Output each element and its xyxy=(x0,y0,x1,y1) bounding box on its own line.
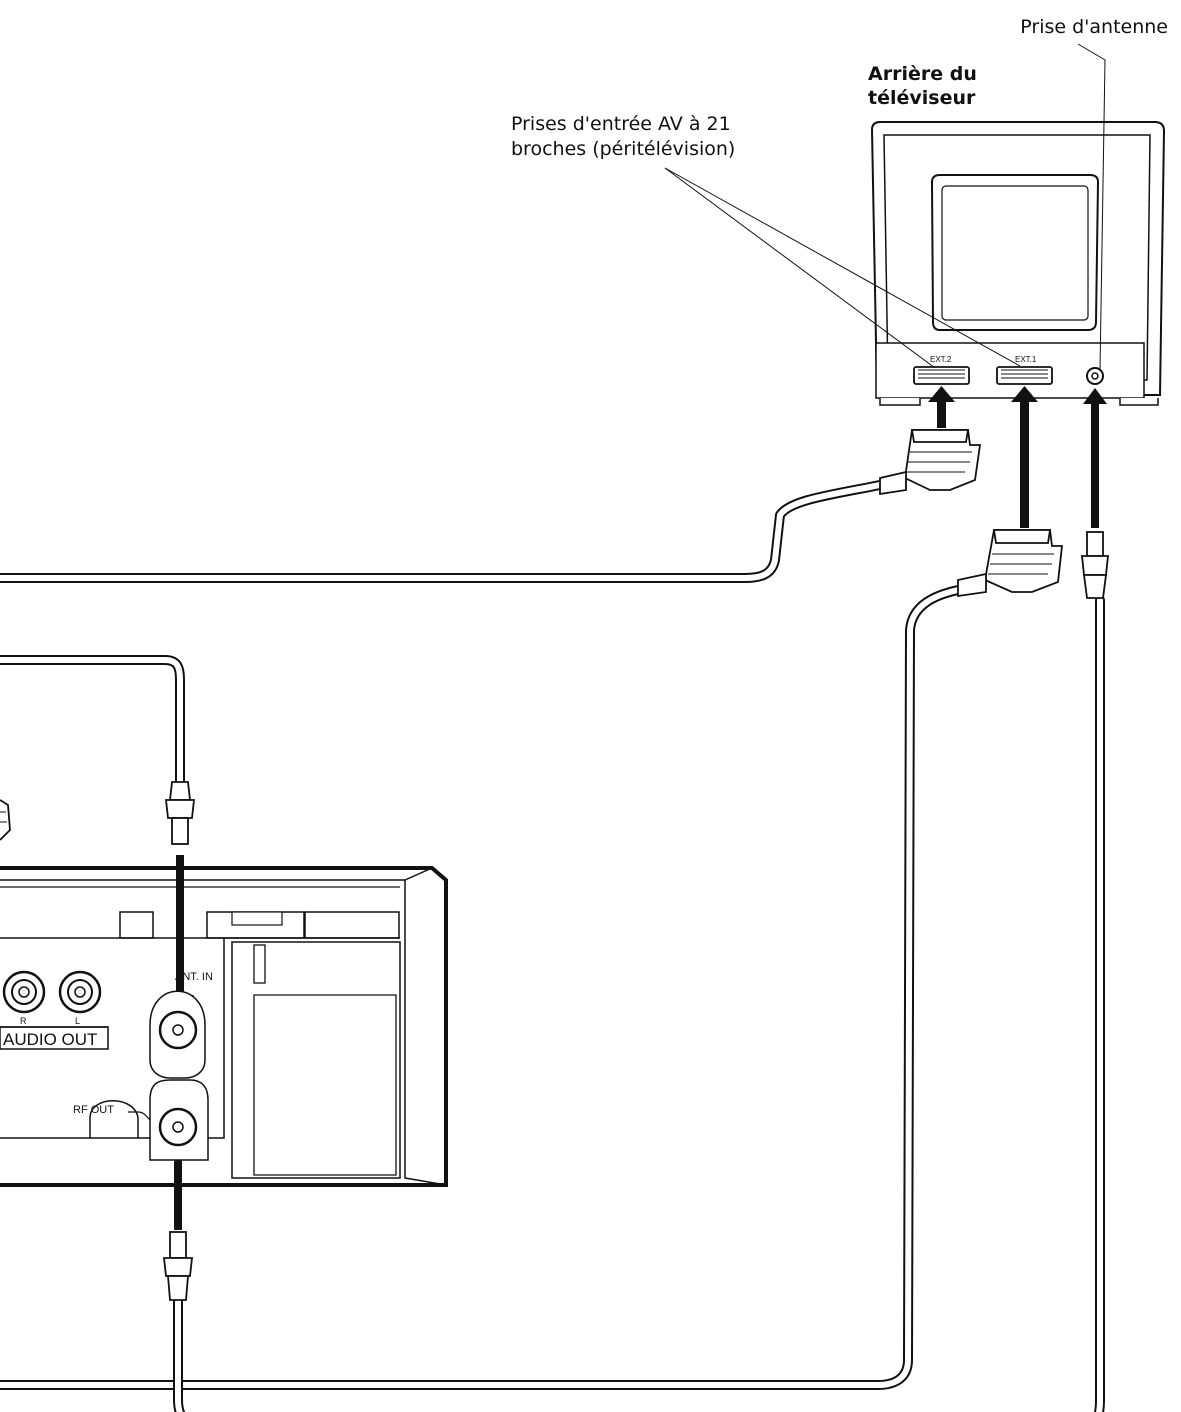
antenna-jack-label: Prise d'antenne xyxy=(1020,16,1168,38)
cables xyxy=(0,480,1105,1412)
scart-plug-partial-left xyxy=(0,799,11,841)
audio-l-jack xyxy=(58,970,102,1014)
coax-plug-rf-out xyxy=(162,1231,194,1301)
ext1-socket xyxy=(996,366,1053,385)
coax-plug-ant-in xyxy=(164,781,196,845)
scart-cable-ext1 xyxy=(0,585,963,1390)
tv-rear-label-line2: téléviseur xyxy=(868,87,976,109)
callout-leaders xyxy=(664,43,1106,371)
tv-rear xyxy=(870,121,1166,406)
antenna-cable xyxy=(0,655,185,787)
tv-antenna-jack xyxy=(1086,367,1104,385)
ant-in-jack xyxy=(158,1010,198,1050)
audio-r-jack xyxy=(2,970,46,1014)
audio-l-label: L xyxy=(75,1016,80,1026)
ant-in-label: ANT. IN xyxy=(175,971,213,983)
scart-cable-ext2 xyxy=(0,480,885,583)
scart-plug-ext2 xyxy=(879,429,982,496)
audio-r-label: R xyxy=(20,1016,27,1026)
vcr-rear xyxy=(0,866,448,1187)
scart-plug-ext1 xyxy=(957,529,1064,598)
ext1-label: EXT.1 xyxy=(1015,355,1037,364)
coax-plug-tv xyxy=(1081,531,1109,599)
rf-out-label: RF OUT xyxy=(73,1104,114,1116)
audio-out-label: AUDIO OUT xyxy=(3,1030,97,1049)
ext2-label: EXT.2 xyxy=(930,355,952,364)
ext2-socket xyxy=(913,366,970,385)
tv-rear-label-line1: Arrière du xyxy=(868,63,977,85)
av-inputs-label-line1: Prises d'entrée AV à 21 xyxy=(511,113,731,135)
rf-out-jack xyxy=(158,1107,198,1147)
av-inputs-label-line2: broches (péritélévision) xyxy=(511,138,735,160)
